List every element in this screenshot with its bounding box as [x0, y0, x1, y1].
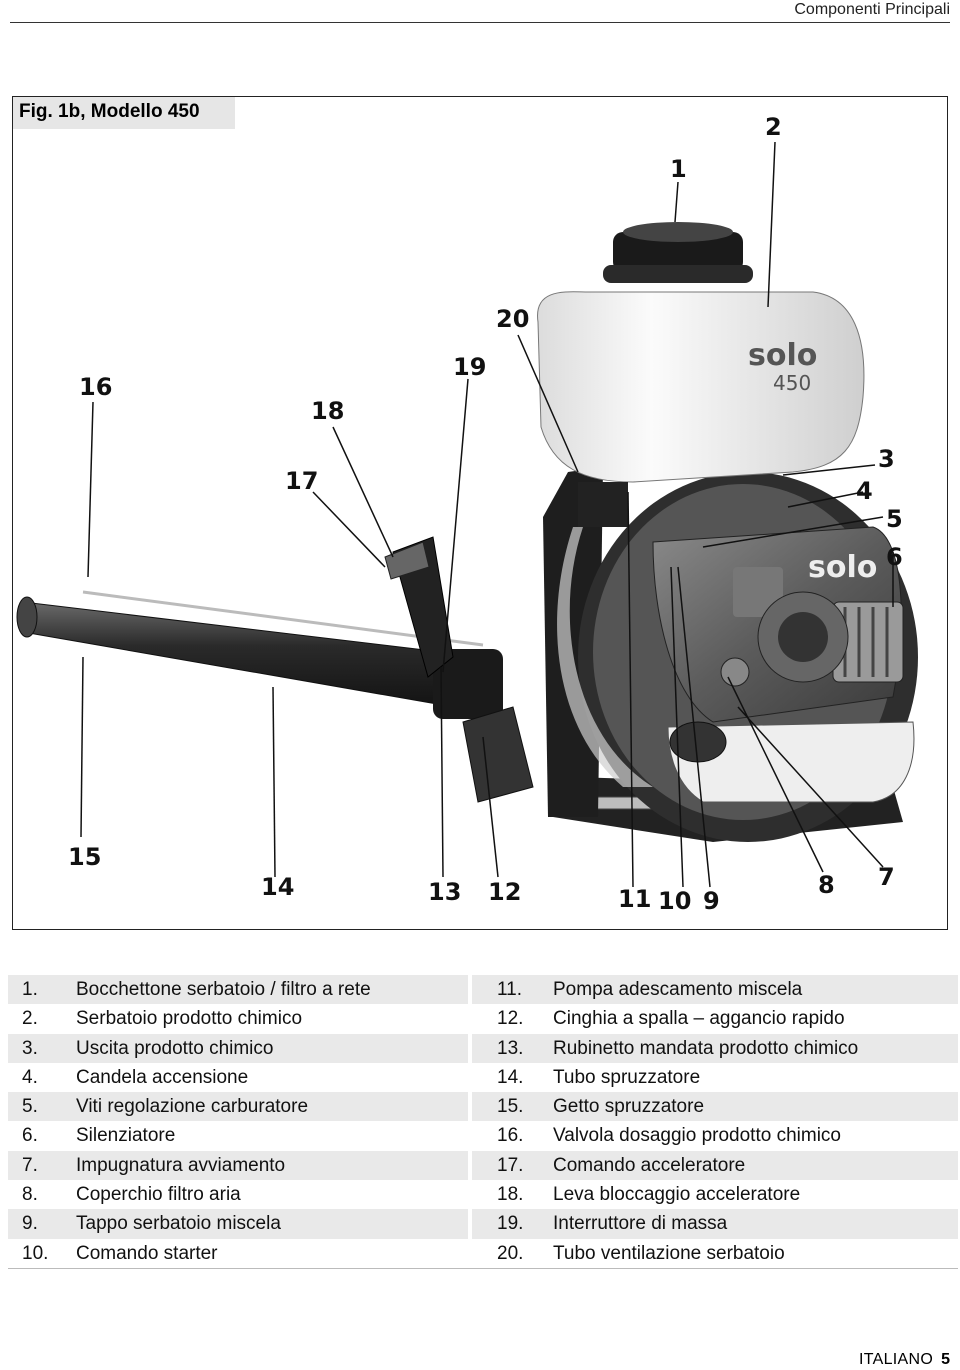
callout-1: 1 [670, 155, 687, 183]
chemical-tank: solo 450 [537, 222, 865, 483]
engine-cover: solo [652, 526, 904, 723]
legend-label: Tappo serbatoio miscela [76, 1213, 281, 1235]
page-footer: ITALIANO 5 [859, 1351, 950, 1369]
legend-label: Bocchettone serbatoio / filtro a rete [76, 979, 371, 1000]
legend-label: Interruttore di massa [553, 1213, 728, 1235]
legend-label: Serbatoio prodotto chimico [76, 1008, 303, 1030]
legend-label: Silenziatore [76, 1125, 176, 1147]
callout-9: 9 [703, 887, 720, 915]
legend-row: 1. Bocchettone serbatoio / filtro a rete… [8, 975, 958, 1005]
callout-12: 12 [488, 878, 521, 906]
figure-frame: solo solo 450 [12, 96, 948, 930]
callout-20: 20 [496, 305, 529, 333]
legend-number: 2. [22, 1008, 38, 1030]
callout-13: 13 [428, 878, 461, 906]
legend-number: 6. [22, 1125, 38, 1147]
legend-label: Getto spruzzatore [553, 1096, 705, 1118]
callout-14: 14 [261, 873, 294, 901]
callout-18: 18 [311, 397, 344, 425]
figure-caption: Fig. 1b, Modello 450 [13, 97, 235, 129]
dosing-valve [462, 706, 534, 803]
legend-label: Tubo ventilazione serbatoio [553, 1242, 785, 1264]
spray-tube [16, 590, 503, 719]
legend-row: 5. Viti regolazione carburatore 15. Gett… [8, 1092, 958, 1122]
callout-8: 8 [818, 871, 835, 899]
fuel-tank [667, 721, 915, 803]
legend-label: Pompa adescamento miscela [553, 979, 803, 1000]
callout-7: 7 [878, 863, 895, 891]
sprayer-illustration: solo solo 450 [16, 113, 918, 915]
legend-number: 13. [497, 1037, 524, 1059]
footer-language: ITALIANO [858, 1351, 934, 1368]
callout-19: 19 [453, 353, 486, 381]
legend-label: Valvola dosaggio prodotto chimico [553, 1125, 841, 1147]
parts-legend: 1. Bocchettone serbatoio / filtro a rete… [8, 975, 958, 1268]
legend-number: 7. [22, 1154, 38, 1176]
legend-label: Candela accensione [76, 1066, 249, 1088]
legend-row: 2. Serbatoio prodotto chimico 12. Cinghi… [8, 1004, 958, 1033]
legend-row: 10. Comando starter 20. Tubo ventilazion… [8, 1239, 958, 1268]
legend-label: Cinghia a spalla – aggancio rapido [553, 1008, 845, 1030]
callout-15: 15 [68, 843, 101, 871]
legend-label: Leva bloccaggio acceleratore [553, 1184, 801, 1206]
callout-3: 3 [878, 445, 895, 473]
legend-label: Uscita prodotto chimico [76, 1037, 274, 1059]
legend-label: Comando starter [76, 1242, 218, 1264]
handle-grip [384, 536, 454, 678]
legend-number: 11. [497, 979, 523, 1000]
legend-number: 18. [497, 1184, 524, 1206]
legend-number: 5. [22, 1096, 38, 1118]
legend-number: 19. [497, 1213, 524, 1235]
svg-text:solo: solo [808, 550, 877, 585]
section-title: Componenti Principali [794, 1, 950, 18]
legend-number: 14. [497, 1066, 524, 1088]
legend-label: Viti regolazione carburatore [76, 1096, 309, 1118]
legend-number: 8. [22, 1184, 38, 1206]
legend-row: 4. Candela accensione 14. Tubo spruzzato… [8, 1063, 958, 1092]
callout-10: 10 [658, 887, 691, 915]
legend-divider [8, 1268, 958, 1269]
callout-17: 17 [285, 467, 318, 495]
legend-row: 8. Coperchio filtro aria 18. Leva blocca… [8, 1180, 958, 1209]
legend-label: Coperchio filtro aria [76, 1184, 241, 1206]
legend-label: Rubinetto mandata prodotto chimico [553, 1037, 859, 1059]
legend-label: Comando acceleratore [553, 1154, 746, 1176]
page-number: 5 [941, 1351, 950, 1368]
legend-label: Impugnatura avviamento [76, 1154, 286, 1176]
callout-6: 6 [886, 543, 903, 571]
legend-number: 9. [22, 1213, 38, 1235]
legend-row: 3. Uscita prodotto chimico 13. Rubinetto… [8, 1033, 958, 1063]
callout-4: 4 [856, 477, 873, 505]
legend-number: 1. [22, 979, 38, 1000]
svg-text:solo: solo [748, 338, 817, 373]
callout-11: 11 [618, 885, 651, 913]
leader-lines [80, 141, 894, 888]
legend-label: Tubo spruzzatore [553, 1066, 701, 1088]
legend-number: 4. [22, 1066, 38, 1088]
legend-row: 7. Impugnatura avviamento 17. Comando ac… [8, 1150, 958, 1181]
legend-number: 20. [497, 1242, 524, 1264]
legend-row: 9. Tappo serbatoio miscela 19. Interrutt… [8, 1209, 958, 1239]
callout-2: 2 [765, 113, 782, 141]
callout-5: 5 [886, 505, 903, 533]
callout-16: 16 [79, 373, 112, 401]
legend-row: 6. Silenziatore 16. Valvola dosaggio pro… [8, 1121, 958, 1150]
legend-number: 16. [497, 1125, 524, 1147]
legend-number: 12. [497, 1008, 524, 1030]
legend-number: 3. [22, 1037, 38, 1059]
legend-number: 15. [497, 1096, 524, 1118]
page-header: Componenti Principali [10, 0, 950, 23]
legend-number: 17. [497, 1154, 524, 1176]
svg-text:450: 450 [773, 371, 811, 395]
legend-number: 10. [22, 1242, 49, 1264]
